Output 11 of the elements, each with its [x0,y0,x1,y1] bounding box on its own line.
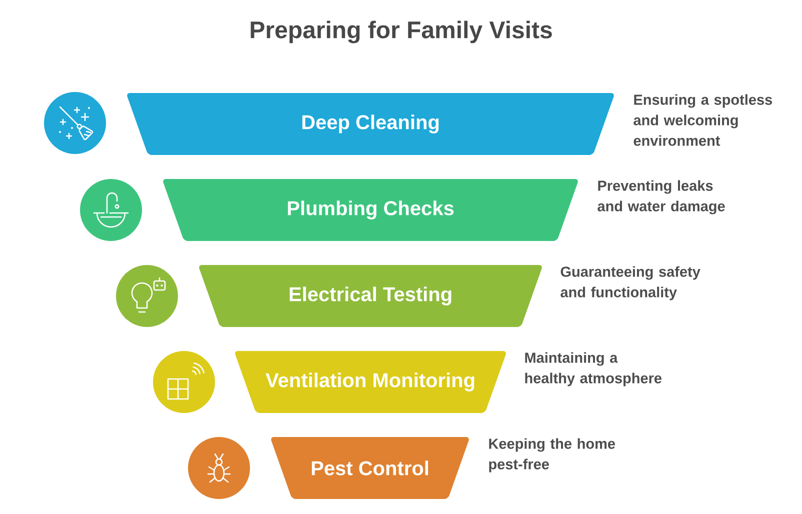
description-text: Ensuring a spotless and welcoming environment [634,94,772,146]
description-text: Guaranteeing safety and functionality [560,266,700,300]
title: Preparing for Family Visits [250,20,552,44]
funnel-band: Pest Control [271,437,469,499]
description-text: Preventing leaks and water damage [598,180,725,214]
description-text: Keeping the home pest-free [489,438,615,472]
funnel-band: Plumbing Checks [163,179,578,241]
funnel-band: Electrical Testing [199,265,542,327]
funnel-band: Deep Cleaning [127,93,614,155]
funnel-band: Ventilation Monitoring [235,351,506,413]
description-text: Maintaining a healthy atmosphere [525,352,662,386]
